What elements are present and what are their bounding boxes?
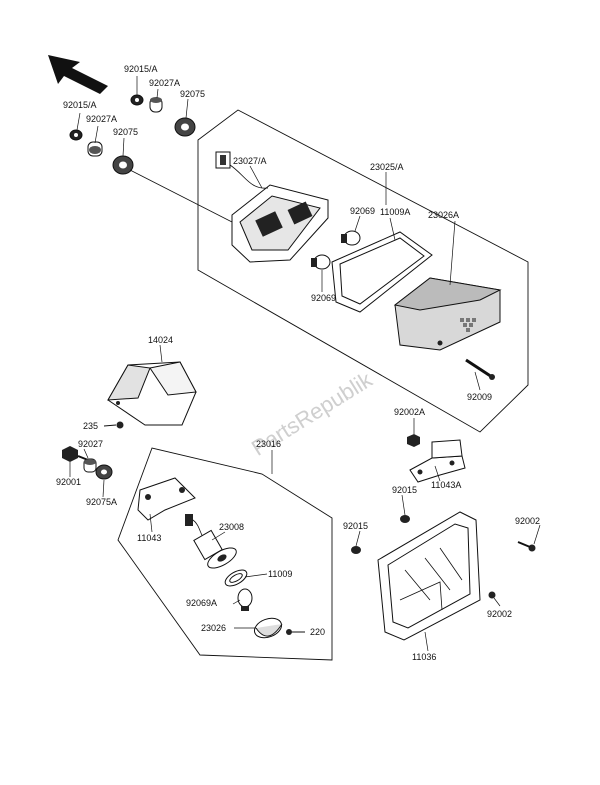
label-92069a: 92069A [186, 598, 217, 608]
label-11036: 11036 [412, 652, 436, 662]
label-92015a-top: 92015/A [124, 64, 158, 74]
nut-92015-mid [400, 515, 410, 523]
bracket-11043 [137, 477, 196, 521]
label-92027a-top: 92027A [149, 78, 180, 88]
screw-220 [286, 629, 305, 635]
collar-92027 [83, 458, 97, 473]
license-bracket-11036 [377, 511, 481, 641]
nut-92015a-top [130, 94, 144, 106]
bolt-92002-bottom [488, 591, 496, 599]
bulb-92069-bottom [311, 254, 331, 270]
label-92069-top: 92069 [350, 206, 375, 216]
license-lamp-assembly-frame [117, 447, 333, 661]
label-92015-left: 92015 [343, 521, 368, 531]
label-92075a: 92075A [86, 497, 117, 507]
label-11009: 11009 [268, 569, 292, 579]
label-220: 220 [310, 627, 325, 637]
label-92009: 92009 [467, 392, 492, 402]
nut-92015a-left [69, 129, 83, 141]
bolt-92002-right [517, 541, 536, 552]
label-235: 235 [83, 421, 98, 431]
label-23026: 23026 [201, 623, 226, 633]
lamp-lens-23026 [253, 617, 283, 639]
label-92027a-left: 92027A [86, 114, 117, 124]
label-11009a: 11009A [380, 207, 410, 217]
label-23025a: 23025/A [370, 162, 404, 172]
taillight-assembly-frame [197, 109, 529, 433]
label-23026a: 23026A [428, 210, 459, 220]
direction-arrow-icon [48, 55, 108, 94]
leader-lines [69, 76, 541, 652]
taillight-lens-23026a [393, 277, 502, 351]
bracket-11043a [409, 439, 466, 483]
label-92069-bottom: 92069 [311, 293, 336, 303]
label-11043a: 11043A [431, 480, 461, 490]
bulb-92069-top [341, 230, 361, 246]
bulb-92069a [237, 588, 253, 611]
label-92002-right: 92002 [515, 516, 540, 526]
label-92075-top: 92075 [180, 89, 205, 99]
label-11043: 11043 [137, 533, 161, 543]
screw-235 [103, 421, 124, 429]
screw-92009 [465, 358, 495, 380]
label-92027: 92027 [78, 439, 103, 449]
grommet-92075-top [174, 117, 196, 137]
grommet-92075-left [112, 155, 134, 175]
bolt-92002a [407, 434, 420, 447]
taillight-base-23027a [215, 151, 329, 263]
label-23008: 23008 [219, 522, 244, 532]
label-14024: 14024 [148, 335, 173, 345]
nut-92015-left [351, 546, 361, 554]
label-23016: 23016 [256, 439, 281, 449]
label-92002-bottom: 92002 [487, 609, 512, 619]
label-92015-mid: 92015 [392, 485, 417, 495]
gasket-11009 [224, 569, 248, 587]
collar-92027a-top [149, 97, 163, 113]
label-23027a: 23027/A [233, 156, 267, 166]
label-92075-left: 92075 [113, 127, 138, 137]
label-92002a: 92002A [394, 407, 425, 417]
label-92001: 92001 [56, 477, 81, 487]
cover-14024 [107, 361, 197, 426]
gasket-11009a [331, 231, 433, 313]
collar-92027a-left [87, 141, 103, 157]
grommet-92075a [95, 464, 113, 480]
label-92015a-left: 92015/A [63, 100, 97, 110]
